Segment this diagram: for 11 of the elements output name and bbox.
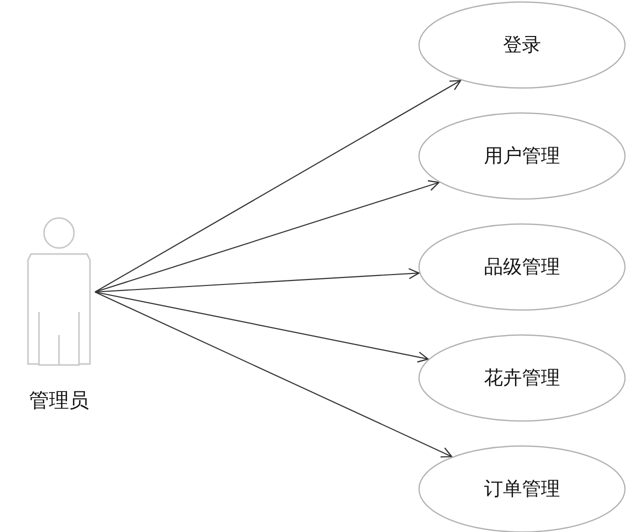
use-case-label: 花卉管理 bbox=[484, 366, 560, 391]
use-case-label: 订单管理 bbox=[484, 477, 560, 502]
arrow bbox=[94, 292, 452, 458]
arrow bbox=[94, 268, 420, 293]
actor-label: 管理员 bbox=[28, 387, 90, 414]
arrow bbox=[94, 80, 462, 292]
use-case-label: 品级管理 bbox=[484, 255, 560, 280]
arrow bbox=[94, 291, 429, 363]
use-case-label: 登录 bbox=[503, 33, 541, 58]
use-case-label: 用户管理 bbox=[484, 144, 560, 169]
arrow bbox=[94, 180, 440, 293]
